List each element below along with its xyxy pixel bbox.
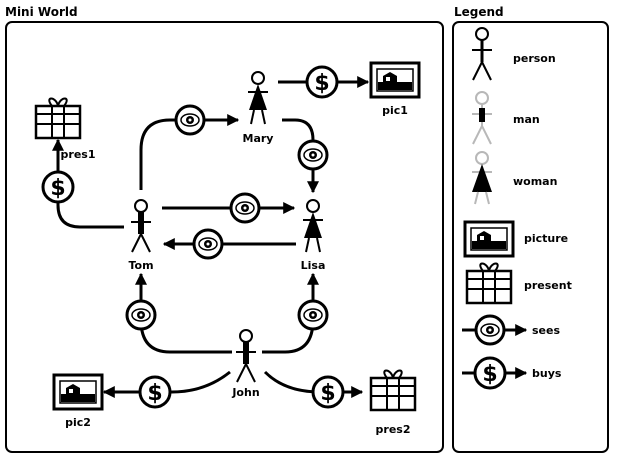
node-label-lisa: Lisa — [301, 259, 326, 272]
node-label-john: John — [231, 386, 259, 399]
node-label-pic2: pic2 — [65, 416, 91, 429]
eye-icon — [297, 139, 329, 171]
edge-tom-buys-pres1 — [52, 138, 124, 229]
node-label-pic1: pic1 — [382, 104, 408, 117]
eye-icon — [229, 192, 261, 224]
legend-label-woman: woman — [513, 175, 557, 188]
eye-icon — [192, 228, 224, 260]
picture-icon — [463, 220, 515, 258]
legend-label-picture: picture — [524, 232, 568, 245]
person-icon — [470, 26, 494, 82]
legend-title: Legend — [454, 5, 504, 19]
dollar-icon — [473, 356, 507, 390]
man-icon — [235, 329, 257, 383]
legend-label-person: person — [513, 52, 556, 65]
eye-icon — [474, 314, 506, 346]
present-icon — [465, 262, 513, 305]
present-icon — [369, 369, 417, 412]
man-icon — [130, 199, 152, 253]
legend-items: person man woman picture present sees bu… — [462, 26, 572, 390]
mini-world-title: Mini World — [5, 5, 78, 19]
woman-icon — [302, 199, 324, 253]
dollar-icon — [41, 170, 75, 204]
picture-icon — [52, 373, 104, 411]
legend-label-buys: buys — [532, 367, 562, 380]
eye-icon — [125, 299, 157, 331]
mini-world-panel — [5, 21, 444, 453]
node-label-tom: Tom — [128, 259, 153, 272]
edge-tom-sees-mary — [139, 114, 240, 190]
legend-label-present: present — [524, 279, 572, 292]
eye-icon — [297, 299, 329, 331]
woman-icon — [247, 71, 269, 125]
dollar-icon — [138, 375, 172, 409]
node-label-pres2: pres2 — [376, 423, 411, 436]
node-label-pres1: pres1 — [61, 148, 96, 161]
node-label-mary: Mary — [243, 132, 274, 145]
picture-icon — [369, 61, 421, 99]
dollar-icon — [305, 65, 339, 99]
legend-label-man: man — [513, 113, 540, 126]
present-icon — [34, 97, 82, 140]
edge-john-buys-pic2 — [102, 370, 231, 398]
legend-panel — [452, 21, 609, 453]
eye-icon — [174, 104, 206, 136]
man-icon — [471, 91, 493, 145]
woman-icon — [471, 151, 493, 205]
legend-label-sees: sees — [532, 324, 560, 337]
dollar-icon — [311, 375, 345, 409]
